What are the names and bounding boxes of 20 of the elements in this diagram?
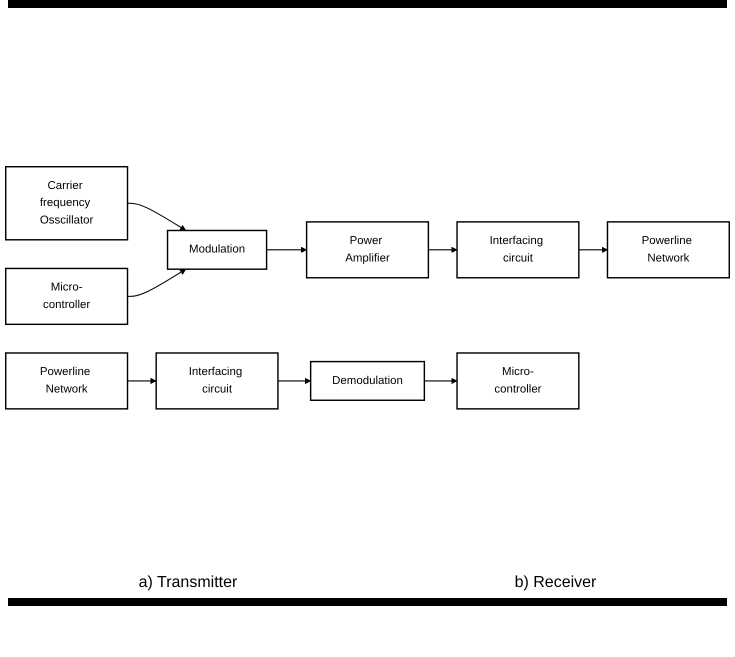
arrow (424, 378, 458, 384)
caption-text: b) Receiver (514, 574, 596, 592)
node-box: Interfacing circuit (456, 221, 580, 279)
node-box: Demodulation (310, 361, 426, 402)
arrow (128, 378, 156, 384)
caption-text: a) Transmitter (138, 574, 238, 592)
node-box: Power Amplifier (306, 221, 430, 279)
arrow (128, 269, 186, 298)
node-box: Micro-controller (456, 352, 580, 410)
node-box: Powerline Network (5, 352, 128, 410)
arrow (278, 378, 311, 384)
arrow (428, 246, 458, 254)
arrow (128, 202, 186, 231)
arrow (578, 246, 608, 254)
node-box: Carrier frequency Osscillator (5, 166, 128, 241)
node-box: Powerline Network (606, 221, 730, 279)
node-box: Interfacing circuit (155, 352, 279, 410)
node-box: Micro-controller (5, 268, 128, 326)
arrow (266, 246, 307, 254)
node-box: Modulation (166, 230, 268, 270)
